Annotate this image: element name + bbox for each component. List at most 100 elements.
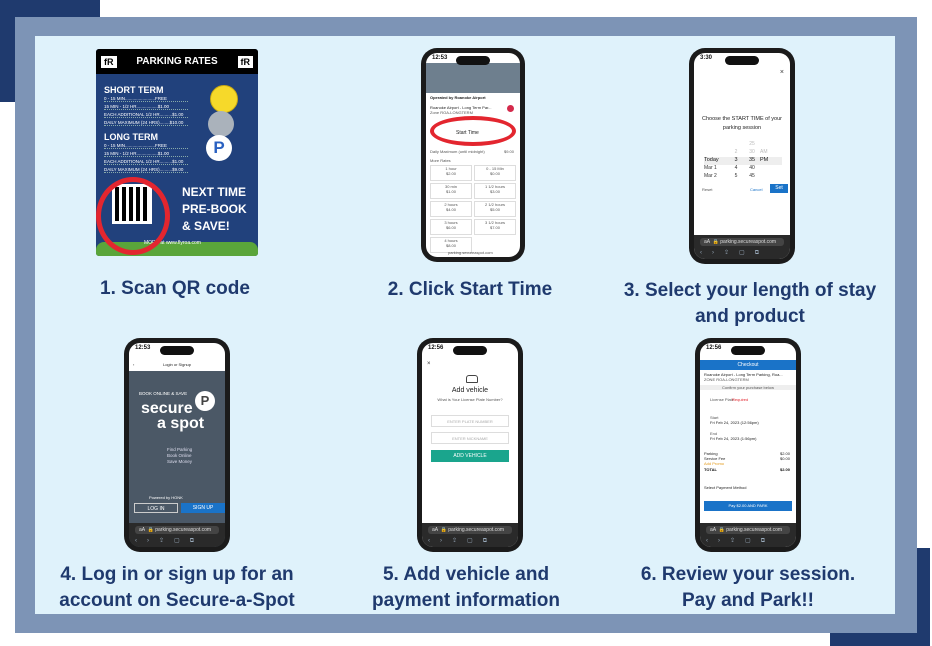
caption-line: Pay and Park!! <box>682 590 814 611</box>
more-rates-label: More Rates <box>430 158 451 163</box>
browser-nav-icons[interactable]: ‹›⇪▢⧉ <box>700 250 769 256</box>
caption-line: and product <box>695 306 805 327</box>
caption-line: account on Secure-a-Spot <box>59 590 295 611</box>
cancel-button[interactable]: Cancel <box>750 187 763 192</box>
smiley-icon <box>210 85 238 113</box>
promo-line: NEXT TIME <box>182 185 247 199</box>
login-button[interactable]: LOG IN <box>134 503 178 513</box>
close-icon[interactable]: × <box>779 69 784 76</box>
caption-line: 6. Review your session. <box>640 564 856 585</box>
rates-title: PARKING RATES <box>136 56 218 67</box>
required-badge: Required <box>732 397 749 402</box>
phone-screen: 12:53 Login or Signup ‹ BOOK ONLINE & SA… <box>129 343 225 547</box>
promo-line: PRE-BOOK <box>182 202 247 216</box>
browser-nav-icons[interactable]: ‹›⇪▢⧉ <box>428 538 497 544</box>
step-4-caption: 4. Log in or sign up for an account on S… <box>40 562 314 614</box>
rate-option[interactable]: 0 - 15 Min$0.00 <box>474 165 516 181</box>
step-6-caption: 6. Review your session. Pay and Park!! <box>620 562 876 614</box>
rate-line: 0 - 15 MIN........................FREE <box>104 96 188 102</box>
powered-by-text: Powered by HONK <box>149 495 183 500</box>
url-field[interactable]: aA 🔒 parking.secureaspot.com <box>428 526 512 534</box>
add-vehicle-button[interactable]: ADD VEHICLE <box>431 450 509 462</box>
caption-line: 5. Add vehicle and <box>382 564 550 585</box>
plate-number-input[interactable]: ENTER PLATE NUMBER <box>431 415 509 427</box>
step-1-caption: 1. Scan QR code <box>100 278 250 299</box>
phone-step-6: 12:56 Checkout Roanoke Airport - Long Te… <box>695 338 801 552</box>
step-2-caption: 2. Click Start Time <box>387 279 553 300</box>
start-value[interactable]: Fri Feb 24, 2023 (12:56pm) <box>710 420 759 425</box>
rate-line: EACH ADDITIONAL 1/2 HR..........$1.00 <box>104 112 188 118</box>
rate-option[interactable]: 2 hours$4.00 <box>430 201 472 217</box>
nickname-input[interactable]: ENTER NICKNAME <box>431 432 509 444</box>
parking-p-icon: P <box>195 391 215 411</box>
service-fee-label: Service Fee <box>704 456 726 461</box>
short-term-heading: SHORT TERM <box>104 85 164 95</box>
reset-button[interactable]: Reset <box>702 187 713 192</box>
airport-logo-right: fR <box>237 55 253 68</box>
end-value[interactable]: Fri Feb 24, 2023 (1:56pm) <box>710 436 757 441</box>
status-time: 12:53 <box>432 55 448 61</box>
directions-icon[interactable] <box>507 105 514 112</box>
browser-bar: aA 🔒 parking.secureaspot.com ‹›⇪▢⧉ <box>700 523 796 547</box>
start-time-highlight <box>430 116 516 146</box>
rate-option[interactable]: 30 min$1.00 <box>430 183 472 199</box>
phone-notch <box>725 56 759 65</box>
phone-notch <box>731 346 765 355</box>
phone-screen: 3:30 × Choose the START TIME of your par… <box>694 53 790 259</box>
status-time: 12:56 <box>428 345 444 351</box>
rates-grid: 1 hour$2.00 0 - 15 Min$0.00 30 min$1.00 … <box>430 165 516 253</box>
confirm-text: Confirm your purchase below <box>700 385 796 390</box>
rate-option[interactable]: 1 hour$2.00 <box>430 165 472 181</box>
long-term-heading: LONG TERM <box>104 132 158 142</box>
zone-text: ZONE ROA-LONGTERM <box>704 377 749 382</box>
brand-line: a spot <box>157 415 205 432</box>
rate-option[interactable]: 2 1/2 hours$5.00 <box>474 201 516 217</box>
pay-and-park-button[interactable]: Pay $2.00 AND PARK <box>704 501 792 511</box>
url-field[interactable]: aA 🔒 parking.secureaspot.com <box>135 526 219 534</box>
phone-step-4: 12:53 Login or Signup ‹ BOOK ONLINE & SA… <box>124 338 230 552</box>
rate-option[interactable]: 4 hours$8.00 <box>430 237 472 253</box>
status-time: 3:30 <box>700 55 713 61</box>
location-text: Roanoke Airport - Long Term Par... <box>430 105 492 110</box>
airport-logo: fR <box>101 55 117 68</box>
step-3-caption: 3. Select your length of stay and produc… <box>605 278 895 330</box>
close-icon[interactable]: × <box>427 361 431 367</box>
parking-p-icon: P <box>206 135 232 161</box>
phone-notch <box>160 346 194 355</box>
url-field[interactable]: aA 🔒 parking.secureaspot.com <box>706 526 790 534</box>
phone-step-3: 3:30 × Choose the START TIME of your par… <box>689 48 795 264</box>
rate-option[interactable]: 3 hours$6.00 <box>430 219 472 235</box>
url-field[interactable]: aA 🔒 parking.secureaspot.com <box>700 238 784 246</box>
page-title: Login or Signup <box>162 362 192 367</box>
daily-max-label: Daily Maximum (until midnight) <box>430 149 485 154</box>
location-text: Roanoke Airport - Long Term Parking, Roa… <box>704 372 783 377</box>
mascot-icon <box>208 111 234 137</box>
lot-photo <box>426 63 520 93</box>
payment-method-select[interactable]: Select Payment Method <box>704 485 747 490</box>
add-promo-link[interactable]: Add Promo <box>704 461 725 466</box>
rate-line: DAILY MAXIMUM (24 HRS)........$10.00 <box>104 120 188 126</box>
daily-max-price: $9.00 <box>503 149 514 154</box>
picker-prompt: Choose the START TIME of your parking se… <box>702 116 782 131</box>
phone-screen: 12:53 Operated by Roanoke Airport Roanok… <box>426 53 520 257</box>
service-fee-price: $0.00 <box>779 456 790 461</box>
back-icon[interactable]: ‹ <box>133 362 135 367</box>
rate-option[interactable]: 1 1/2 hours$3.00 <box>474 183 516 199</box>
rates-header: fR PARKING RATES fR <box>96 49 258 74</box>
browser-nav-icons[interactable]: ‹›⇪▢⧉ <box>706 538 775 544</box>
browser-nav-icons[interactable]: ‹›⇪▢⧉ <box>135 538 204 544</box>
rate-option[interactable]: 3 1/2 hours$7.00 <box>474 219 516 235</box>
rate-line: 15 MIN - 1/2 HR.................$1.00 <box>104 151 188 157</box>
zone-text: Zone ROA-LONGTERM <box>430 110 473 115</box>
promo-line: & SAVE! <box>182 219 230 233</box>
total-label: TOTAL <box>704 467 717 472</box>
status-time: 12:56 <box>706 345 722 351</box>
qr-highlight-circle <box>96 177 170 255</box>
vehicle-label[interactable]: License Plate <box>710 397 735 402</box>
set-button[interactable]: Set <box>770 184 788 193</box>
rate-line: 15 MIN - 1/2 HR.................$1.00 <box>104 104 188 110</box>
browser-bar: aA 🔒 parking.secureaspot.com ‹›⇪▢⧉ <box>694 235 790 259</box>
rate-line: 0 - 15 MIN........................FREE <box>104 143 188 149</box>
signup-button[interactable]: SIGN UP <box>181 503 225 513</box>
